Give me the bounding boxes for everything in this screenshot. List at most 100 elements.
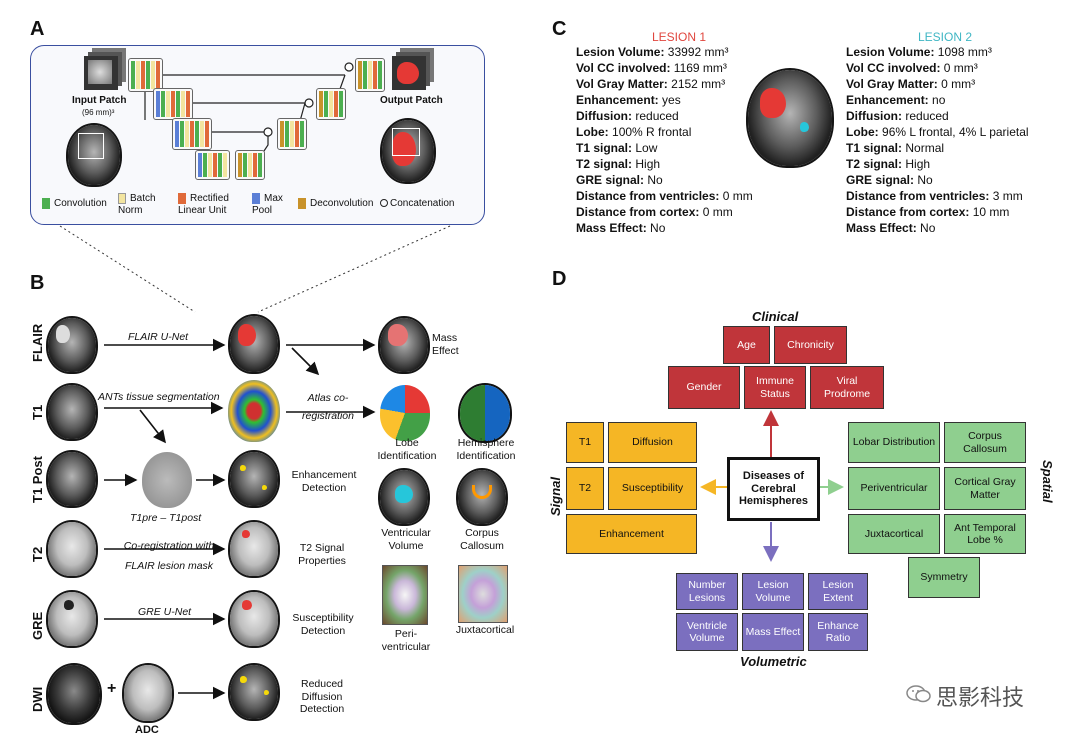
lesion2-row: Distance from cortex: 10 mm bbox=[846, 205, 1010, 219]
label-gre-unet: GRE U-Net bbox=[138, 606, 192, 618]
signal-t1: T1 bbox=[566, 422, 604, 463]
gre-input-lesion bbox=[64, 600, 74, 610]
clinical-chronicity: Chronicity bbox=[774, 326, 847, 364]
label-subtraction: T1pre – T1post bbox=[130, 512, 202, 524]
lesion1-row: T1 signal: Low bbox=[576, 141, 658, 155]
lesion2-title: LESION 2 bbox=[918, 30, 973, 44]
ventricular-mask bbox=[395, 485, 413, 503]
adc-image bbox=[124, 665, 172, 721]
spatial-symmetry: Symmetry bbox=[908, 557, 980, 598]
watermark-text: 思影科技 bbox=[936, 686, 1025, 711]
lesion1-row: Mass Effect: No bbox=[576, 221, 666, 235]
clinical-age: Age bbox=[723, 326, 770, 364]
lesion2-row: Distance from ventricles: 3 mm bbox=[846, 189, 1023, 203]
vol-ventricle-volume: Ventricle Volume bbox=[676, 613, 738, 651]
lesion2-row: Vol Gray Matter: 0 mm³ bbox=[846, 77, 976, 91]
lesion1-row: T2 signal: High bbox=[576, 157, 661, 171]
encoder-block-2 bbox=[153, 88, 193, 120]
gre-output-lesion bbox=[242, 600, 252, 610]
cap-susceptibility: Susceptibility Detection bbox=[292, 612, 354, 637]
legend-batch-norm: Batch Norm bbox=[118, 193, 156, 216]
cap-corpus: Corpus Callosum bbox=[460, 527, 504, 552]
cap-hemisphere: Hemisphere Identification bbox=[456, 437, 516, 462]
lesion2-details: Lesion Volume: 1098 mm³ Vol CC involved:… bbox=[846, 44, 1029, 236]
lesion1-row: Diffusion: reduced bbox=[576, 109, 679, 123]
label-coreg: Co-registration with FLAIR lesion mask bbox=[123, 540, 215, 572]
lesion1-row: Distance from cortex: 0 mm bbox=[576, 205, 733, 219]
cap-juxtacortical: Juxtacortical bbox=[455, 624, 515, 636]
panel-c-brain-image bbox=[748, 70, 832, 166]
t1-post-input-image bbox=[48, 452, 96, 506]
lesion1-row: GRE signal: No bbox=[576, 173, 663, 187]
cap-enhancement: Enhancement Detection bbox=[291, 469, 357, 494]
adc-label: ADC bbox=[135, 724, 159, 736]
flair-input-image bbox=[48, 318, 96, 372]
lesion2-row: Enhancement: no bbox=[846, 93, 946, 107]
t1-input-image bbox=[48, 385, 96, 439]
dwi-lesion-1 bbox=[240, 676, 247, 683]
cap-periventricular: Peri-ventricular bbox=[381, 628, 431, 653]
dwi-lesion-2 bbox=[264, 690, 269, 695]
dwi-input-image bbox=[48, 665, 100, 723]
flair-input-lesion bbox=[56, 325, 70, 343]
lesion1-details: Lesion Volume: 33992 mm³ Vol CC involved… bbox=[576, 44, 753, 236]
dwi-output-image bbox=[230, 665, 278, 719]
legend-max-pool: Max Pool bbox=[252, 193, 283, 216]
t2-lesion bbox=[242, 530, 250, 538]
panel-a-letter: A bbox=[30, 18, 45, 40]
signal-title: Signal bbox=[548, 476, 563, 516]
panel-c-lesion2 bbox=[800, 122, 809, 132]
enhancement-image bbox=[230, 452, 278, 506]
lesion2-row: Lobe: 96% L frontal, 4% L parietal bbox=[846, 125, 1029, 139]
vol-lesion-volume: Lesion Volume bbox=[742, 573, 804, 610]
input-crop-box bbox=[78, 133, 104, 159]
input-patch-label: Input Patch bbox=[72, 95, 127, 106]
t1-segmentation-image bbox=[228, 380, 280, 442]
clinical-title: Clinical bbox=[752, 309, 799, 324]
decoder-block-1 bbox=[235, 150, 265, 180]
encoder-block-3 bbox=[172, 118, 212, 150]
cap-lobe: Lobe Identification bbox=[377, 437, 437, 462]
output-patch-lesion bbox=[397, 62, 419, 84]
corpus-mask bbox=[472, 485, 492, 499]
cap-mass-effect: Mass Effect bbox=[432, 332, 459, 357]
spatial-title: Spatial bbox=[1040, 460, 1055, 503]
spatial-corpus: Corpus Callosum bbox=[944, 422, 1026, 463]
signal-diffusion: Diffusion bbox=[608, 422, 697, 463]
juxtacortical-image bbox=[458, 565, 508, 623]
label-atlas: Atlas co-registration bbox=[302, 392, 354, 422]
subtraction-image bbox=[142, 452, 192, 508]
lesion2-row: GRE signal: No bbox=[846, 173, 933, 187]
bottleneck-block bbox=[195, 150, 230, 180]
decoder-block-4 bbox=[355, 58, 385, 92]
vol-lesion-extent: Lesion Extent bbox=[808, 573, 868, 610]
encoder-block-1 bbox=[128, 58, 163, 92]
enhancement-dot-2 bbox=[262, 485, 267, 490]
lobe-image bbox=[380, 385, 430, 441]
lesion2-row: T1 signal: Normal bbox=[846, 141, 945, 155]
lesion2-row: Diffusion: reduced bbox=[846, 109, 949, 123]
input-patch-size: (96 mm)³ bbox=[82, 108, 115, 117]
lesion1-row: Vol CC involved: 1169 mm³ bbox=[576, 61, 727, 75]
legend-deconvolution: Deconvolution bbox=[298, 198, 373, 210]
cap-ventricular: Ventricular Volume bbox=[381, 527, 431, 552]
periventricular-image bbox=[382, 565, 428, 625]
volumetric-title: Volumetric bbox=[740, 654, 807, 669]
enhancement-dot-1 bbox=[240, 465, 246, 471]
signal-susceptibility: Susceptibility bbox=[608, 467, 697, 510]
panel-c-letter: C bbox=[552, 18, 567, 40]
lesion1-row: Enhancement: yes bbox=[576, 93, 681, 107]
vol-enhance-ratio: Enhance Ratio bbox=[808, 613, 868, 651]
spatial-juxtacortical: Juxtacortical bbox=[848, 514, 940, 554]
plus-sign: + bbox=[107, 680, 117, 697]
cap-diffusion: Reduced Diffusion Detection bbox=[299, 678, 345, 716]
signal-t2: T2 bbox=[566, 467, 604, 510]
vol-mass-effect: Mass Effect bbox=[742, 613, 804, 651]
lesion2-row: Vol CC involved: 0 mm³ bbox=[846, 61, 978, 75]
decoder-block-2 bbox=[277, 118, 307, 150]
lesion1-row: Vol Gray Matter: 2152 mm³ bbox=[576, 77, 726, 91]
lesion1-title: LESION 1 bbox=[652, 30, 707, 44]
output-patch-label: Output Patch bbox=[380, 95, 443, 106]
t2-output-image bbox=[230, 522, 278, 576]
legend-concatenation: Concatenation bbox=[380, 198, 455, 210]
